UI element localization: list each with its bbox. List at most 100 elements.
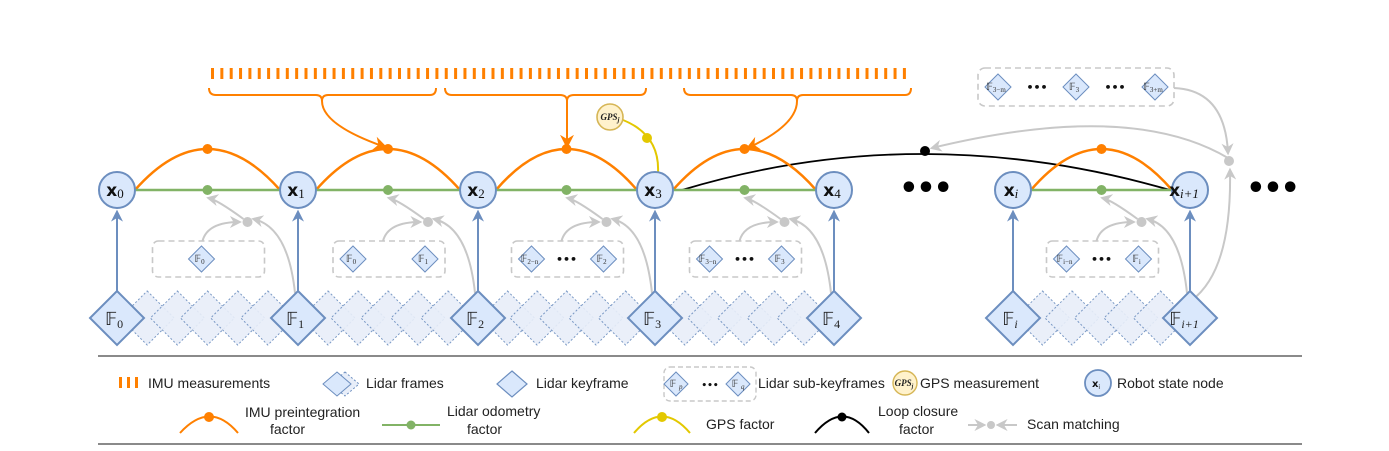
scan-matching-dot — [242, 217, 253, 227]
sub-keyframe-diamond — [1052, 245, 1081, 273]
scan-matching-edge — [1100, 194, 1139, 220]
sub-keyframe-diamond — [1062, 73, 1090, 101]
sub-keyframe-group-box — [332, 240, 446, 278]
sub-keyframe: 𝔽i — [1124, 245, 1153, 273]
sub-keyframe-group-box — [688, 240, 803, 278]
legend-item-gps-measurement: GPSj GPS measurement — [892, 370, 1039, 396]
imu-tick — [267, 68, 271, 79]
sub-keyframe-diamond — [339, 245, 367, 273]
scan-matching-dot — [601, 217, 612, 227]
imu-tick — [884, 68, 888, 79]
legend-item-lidar-frames: Lidar frames — [322, 371, 444, 397]
imu-preintegration-factor-dot — [383, 144, 393, 154]
imu-tick — [510, 68, 514, 79]
keyframe-diamond — [626, 289, 684, 347]
svg-text:•••: ••• — [701, 381, 718, 391]
lidar-keyframe: 𝔽0 — [88, 289, 146, 347]
imu-preintegration-edge — [672, 147, 817, 191]
imu-tick — [613, 68, 617, 79]
svg-text:p: p — [678, 383, 683, 391]
robot-state-node: x3 — [636, 171, 674, 209]
gps-factor-edge — [622, 119, 660, 174]
lidar-keyframe: 𝔽2 — [449, 289, 507, 347]
lidar-odometry-factor-icon — [382, 420, 440, 430]
state-node-label: xi — [1004, 181, 1019, 201]
legend: IMU measurements Lidar frames Lidar keyf… — [119, 366, 1224, 437]
loop-scan-from-group — [1173, 87, 1234, 156]
imu-preintegration-factor-icon — [179, 412, 239, 434]
imu-tick — [678, 68, 682, 79]
imu-tick — [472, 68, 476, 79]
state-node-circle — [459, 171, 497, 209]
sub-keyframe-group-box — [510, 240, 625, 278]
imu-tick — [865, 68, 869, 79]
imu-tick — [211, 68, 214, 79]
sub-keyframe: 𝔽3 — [767, 245, 796, 273]
imu-tick — [828, 68, 832, 79]
imu-tick — [874, 68, 878, 79]
imu-tick — [669, 68, 673, 79]
imu-brace-3 — [683, 87, 912, 102]
lidar-odometry-factor-dot — [1096, 185, 1107, 195]
state-node-label: x2 — [467, 181, 484, 201]
imu-tick — [398, 68, 401, 79]
robot-state-node: x0 — [98, 171, 136, 209]
legend-item-lidar-keyframe: Lidar keyframe — [496, 370, 629, 398]
imu-measurements — [211, 68, 906, 79]
factor-edges — [134, 144, 1173, 195]
scan-matching-edge — [1095, 216, 1136, 242]
legend-label: GPS factor — [706, 416, 775, 432]
imu-tick — [444, 68, 448, 79]
imu-tick — [519, 68, 523, 79]
lidar-keyframe-icon — [496, 370, 528, 398]
state-node-label: x1 — [287, 181, 304, 201]
imu-tick — [594, 68, 598, 79]
imu-tick — [818, 68, 822, 79]
imu-tick — [239, 68, 243, 79]
imu-tick — [528, 68, 532, 79]
ellipsis-end: ••• — [1246, 171, 1298, 206]
imu-tick — [790, 68, 794, 79]
imu-tick — [454, 68, 458, 79]
legend-item-imu-measurements: IMU measurements — [119, 375, 270, 391]
sub-keyframe-diamond — [695, 245, 724, 273]
gps-factor: GPSj — [596, 103, 660, 174]
imu-tick — [631, 68, 635, 79]
loop-closure-factor-dot — [920, 146, 930, 156]
lidar-keyframe: 𝔽i+1 — [1161, 289, 1219, 347]
imu-tick — [360, 68, 364, 79]
sub-keyframe: 𝔽i−n — [1052, 245, 1081, 273]
gps-measurement-node — [596, 103, 624, 131]
imu-tick — [482, 68, 486, 79]
sub-keyframe-label: 𝔽1 — [418, 254, 429, 266]
imu-preintegration-edge — [134, 147, 281, 191]
state-node-label: x0 — [106, 181, 123, 201]
ellipsis: ••• — [1026, 81, 1047, 94]
imu-tick — [809, 68, 813, 79]
loop-closure-factor-icon — [814, 412, 870, 434]
legend-label: factor — [467, 421, 502, 437]
imu-tick — [762, 68, 766, 79]
imu-tick — [800, 68, 804, 79]
sub-keyframe: 𝔽1 — [411, 245, 439, 273]
imu-tick — [323, 68, 327, 79]
imu-tick — [734, 68, 738, 79]
keyframe-diamond — [269, 289, 327, 347]
imu-preintegration-factor-dot — [561, 144, 572, 154]
ellipsis: ••• — [734, 253, 755, 266]
imu-preintegration-edge — [495, 147, 638, 191]
svg-text:𝔽: 𝔽 — [670, 379, 677, 390]
imu-tick — [388, 68, 392, 79]
imu-tick — [706, 68, 710, 79]
imu-brace-1 — [208, 87, 437, 102]
legend-item-gps-factor: GPS factor — [633, 412, 775, 434]
sub-keyframe-diamond — [767, 245, 796, 273]
lidar-frames-icon — [322, 371, 360, 397]
sub-keyframe-label: 𝔽0 — [194, 254, 205, 266]
ellipsis-middle: ••• — [899, 171, 951, 206]
imu-measurements-icon — [119, 377, 138, 388]
scan-matching-dot — [779, 217, 790, 227]
